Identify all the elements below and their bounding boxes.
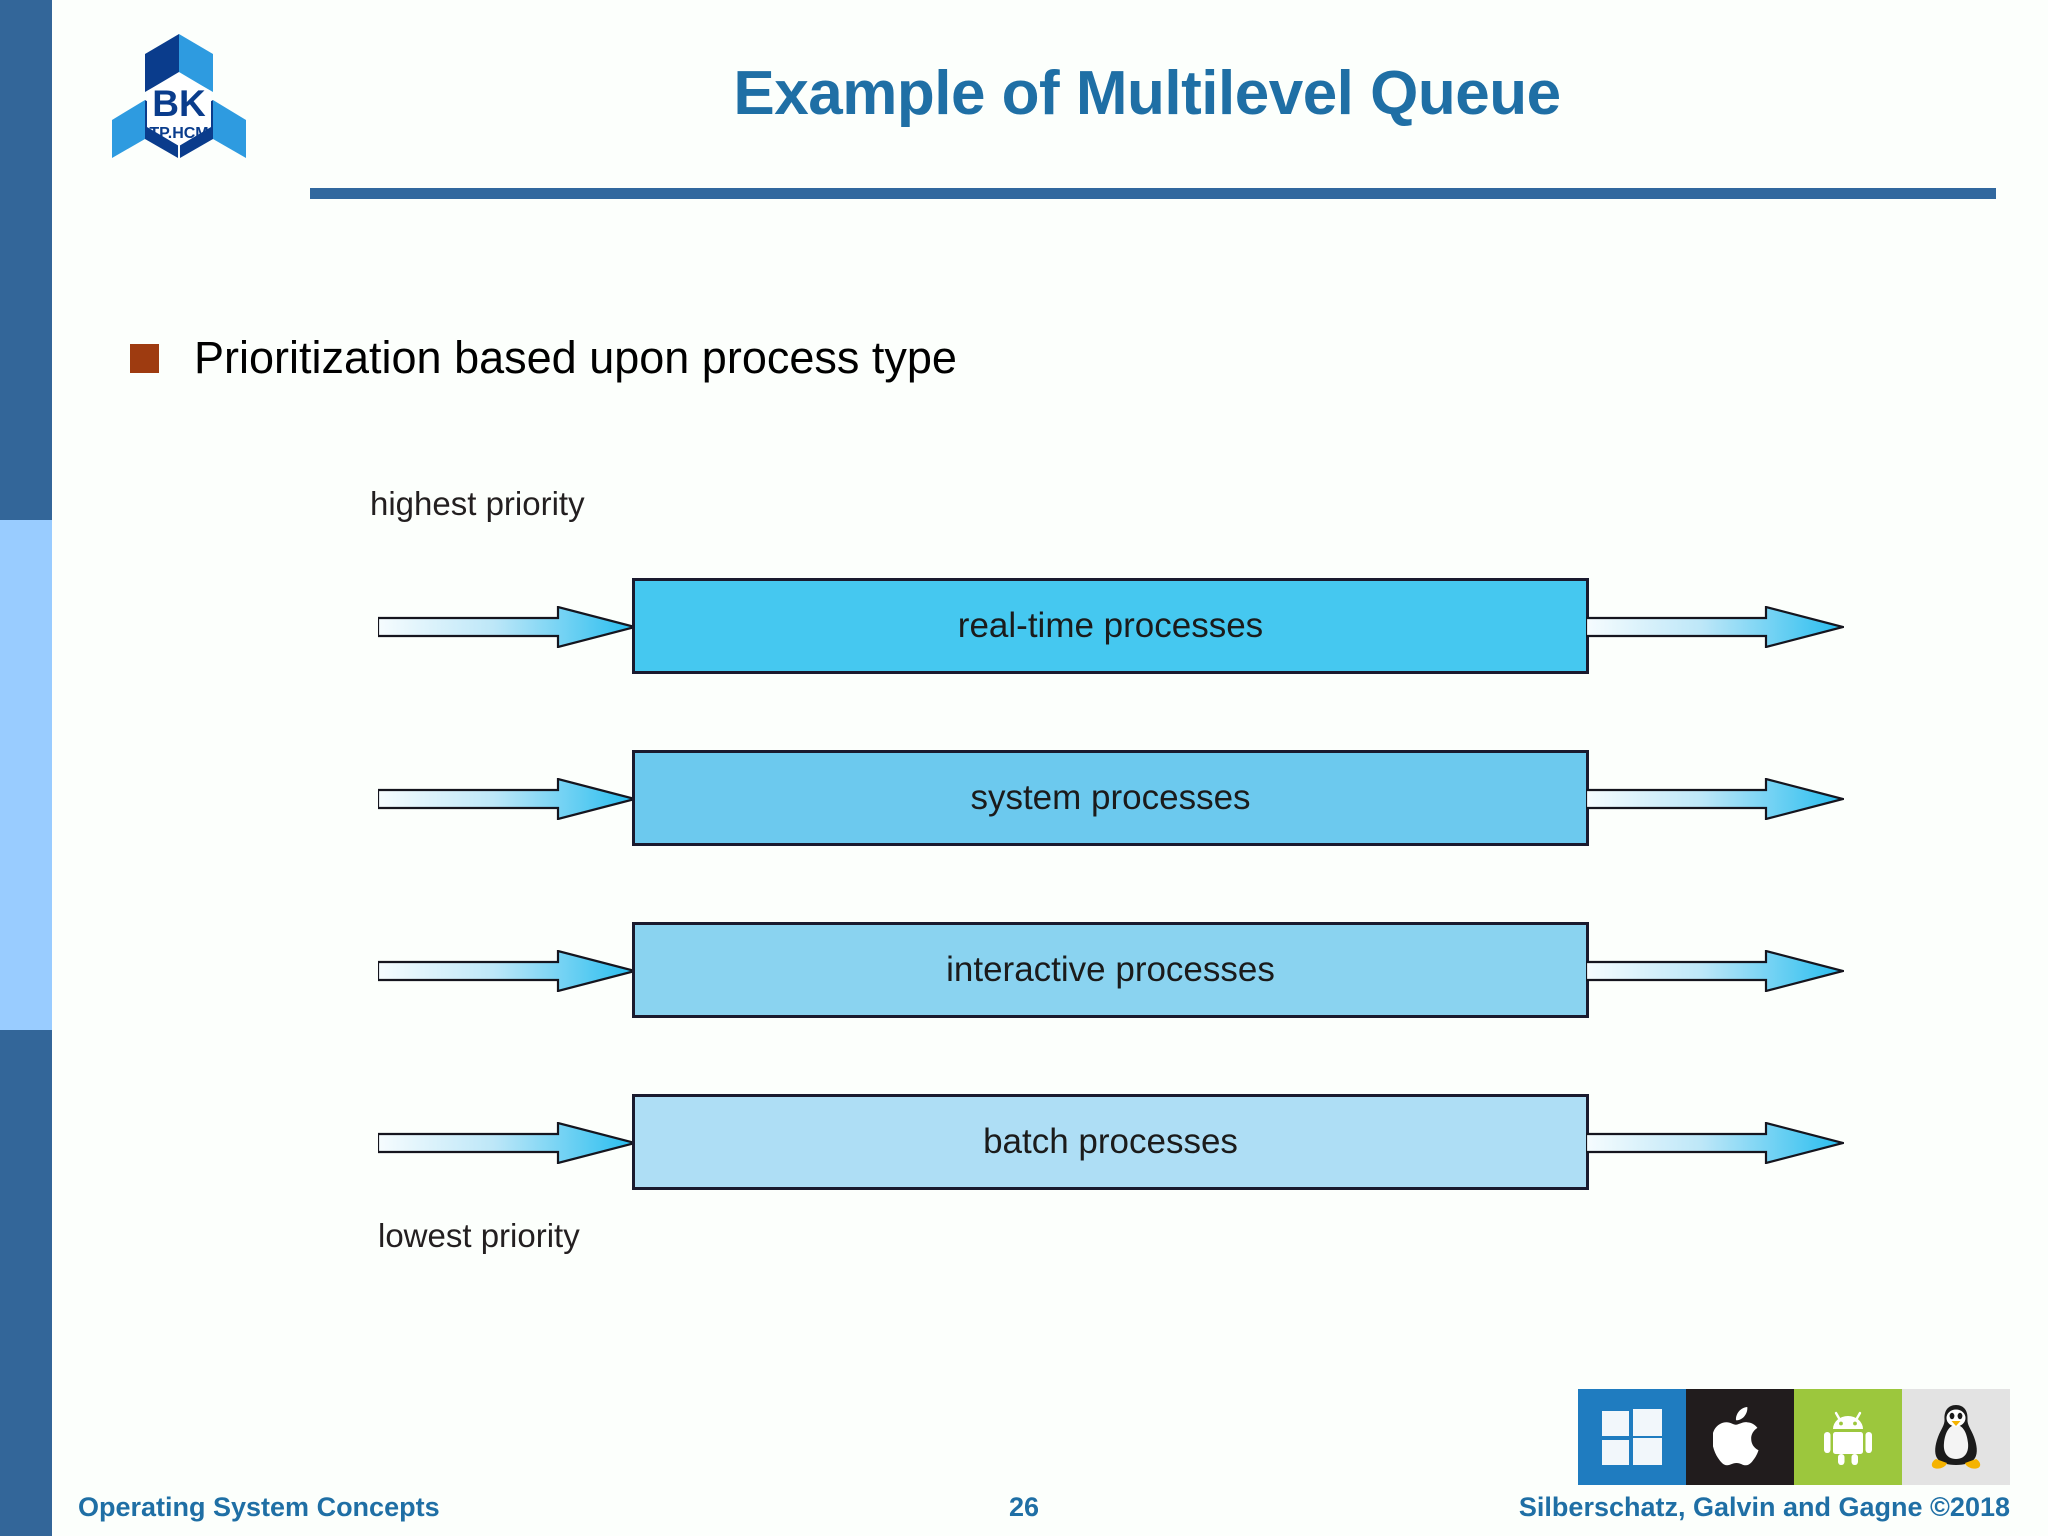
page-title: Example of Multilevel Queue bbox=[733, 59, 1561, 128]
queue-outbound-arrow-icon bbox=[1586, 606, 1844, 648]
lowest-priority-label: lowest priority bbox=[378, 1217, 580, 1254]
queue-inbound-arrow-icon bbox=[378, 606, 636, 648]
logo-secondary-text: TP.HCM bbox=[149, 125, 208, 142]
linux-icon bbox=[1902, 1389, 2010, 1485]
bullet-square-icon bbox=[130, 343, 159, 373]
windows-glyph bbox=[1602, 1409, 1662, 1465]
stripe-segment-bottom bbox=[0, 1030, 52, 1536]
bullet-label: Prioritization based upon process type bbox=[194, 332, 957, 383]
apple-glyph bbox=[1713, 1407, 1759, 1466]
footer-course-title: Operating System Concepts bbox=[78, 1492, 440, 1522]
queue-inbound-arrow-icon bbox=[378, 778, 636, 820]
queue-box-batch: batch processes bbox=[632, 1094, 1589, 1190]
windows-icon bbox=[1578, 1389, 1686, 1485]
queue-outbound-arrow-icon bbox=[1586, 778, 1844, 820]
slide-header: BK TP.HCM Example of Multilevel Queue bbox=[52, 0, 2048, 215]
stripe-segment-top bbox=[0, 0, 52, 520]
android-icon bbox=[1794, 1389, 1902, 1485]
footer-page-number: 26 bbox=[1008, 1492, 1040, 1522]
queue-label: interactive processes bbox=[946, 950, 1275, 989]
title-underline-rule bbox=[310, 188, 1996, 199]
queue-row-batch: batch processes bbox=[0, 1094, 2048, 1194]
left-accent-stripe bbox=[0, 0, 52, 1536]
queue-label: real-time processes bbox=[957, 606, 1264, 645]
queue-row-interactive: interactive processes bbox=[0, 922, 2048, 1022]
stripe-segment-middle bbox=[0, 520, 52, 1030]
highest-priority-label: highest priority bbox=[370, 485, 585, 522]
tux-penguin-glyph bbox=[1931, 1405, 1981, 1469]
queue-outbound-arrow-icon bbox=[1586, 950, 1844, 992]
queue-box-system: system processes bbox=[632, 750, 1589, 846]
queue-outbound-arrow-icon bbox=[1586, 1122, 1844, 1164]
queue-inbound-arrow-icon bbox=[378, 1122, 636, 1164]
android-glyph bbox=[1824, 1411, 1872, 1465]
footer-attribution: Silberschatz, Galvin and Gagne ©2018 bbox=[1518, 1492, 2010, 1522]
queue-label: system processes bbox=[970, 778, 1251, 817]
queue-inbound-arrow-icon bbox=[378, 950, 636, 992]
os-logo-strip bbox=[1578, 1389, 2012, 1485]
logo-svg: BK TP.HCM bbox=[112, 34, 246, 158]
apple-icon bbox=[1686, 1389, 1794, 1485]
queue-box-real-time: real-time processes bbox=[632, 578, 1589, 674]
logo-primary-text: BK bbox=[152, 83, 206, 124]
queue-row-system: system processes bbox=[0, 750, 2048, 850]
bullet-item: Prioritization based upon process type bbox=[130, 332, 957, 384]
queue-label: batch processes bbox=[983, 1122, 1238, 1161]
queue-row-real-time: real-time processes bbox=[0, 578, 2048, 678]
bk-tphcm-logo: BK TP.HCM bbox=[107, 28, 252, 168]
queue-box-interactive: interactive processes bbox=[632, 922, 1589, 1018]
